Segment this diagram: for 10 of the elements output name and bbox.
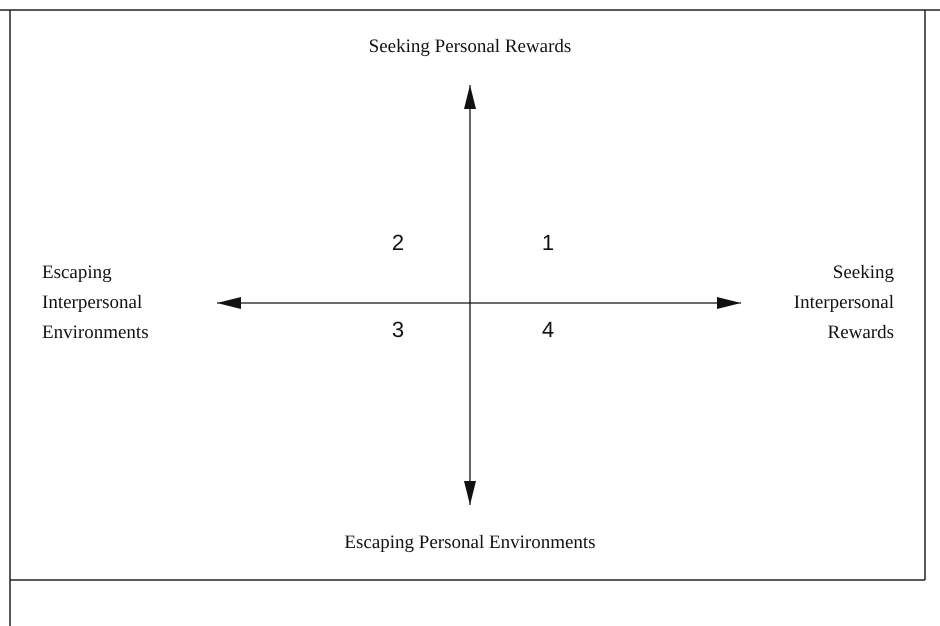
- axis-label: Escaping Interpersonal Environments: [42, 261, 150, 345]
- double-arrow: [217, 297, 741, 309]
- quadrant-number: 3: [392, 317, 404, 343]
- quadrant-number: 1: [542, 230, 554, 256]
- axis-label: Escaping Personal Environments: [344, 531, 596, 555]
- double-arrow: [464, 85, 476, 505]
- quadrant-number: 2: [392, 230, 404, 256]
- axis-label: Seeking Personal Rewards: [368, 35, 572, 59]
- quadrant-number: 4: [542, 317, 554, 343]
- axis-label: Seeking Interpersonal Rewards: [792, 261, 894, 345]
